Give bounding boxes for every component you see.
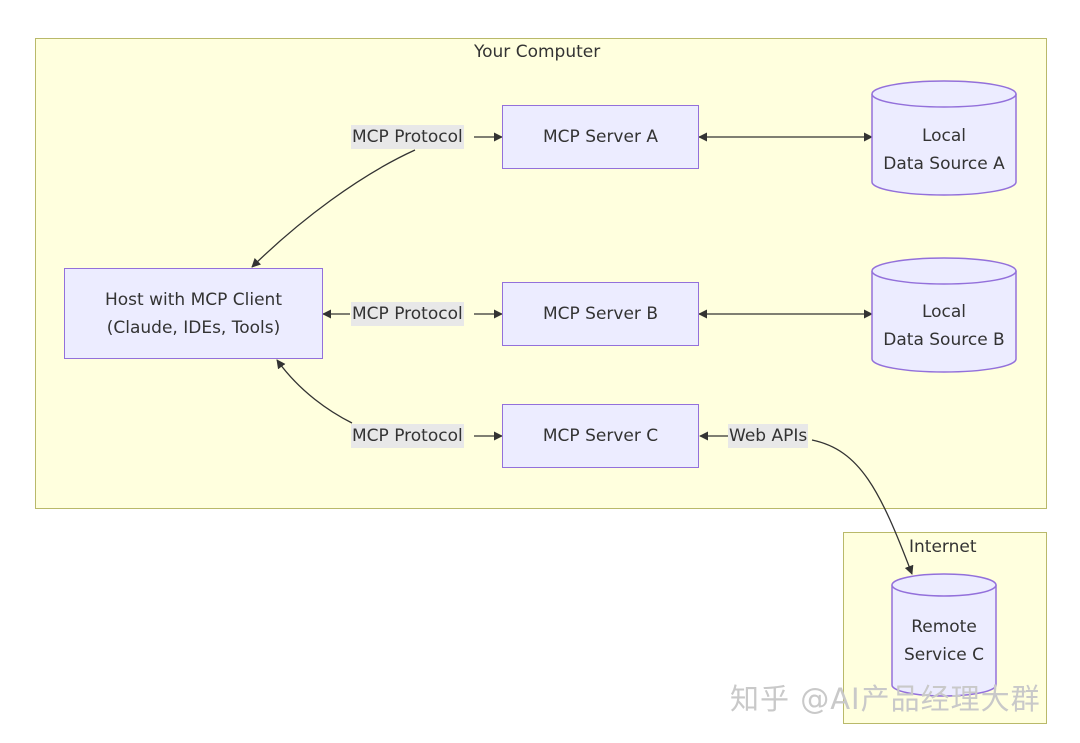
data-source-a-label: Local Data Source A xyxy=(872,122,1016,178)
node-host-mcp-client: Host with MCP Client (Claude, IDEs, Tool… xyxy=(64,268,323,359)
host-label-line-2: (Claude, IDEs, Tools) xyxy=(106,317,281,338)
edge-label-web-apis: Web APIs xyxy=(728,424,809,448)
remote-service-c-line-2: Service C xyxy=(903,645,985,665)
data-source-a-line-2: Data Source A xyxy=(883,154,1005,174)
data-source-a-line-1: Local xyxy=(921,126,967,146)
edge-web-apis-to-remote xyxy=(811,439,914,575)
cylinder-remote-service-c xyxy=(891,573,997,697)
data-source-b-label: Local Data Source B xyxy=(872,298,1016,354)
cylinder-data-source-a xyxy=(871,80,1017,196)
data-source-b-line-2: Data Source B xyxy=(883,330,1005,350)
edge-host-server-c xyxy=(276,359,353,424)
cluster-title-internet: Internet xyxy=(909,537,977,557)
host-label-line-1: Host with MCP Client xyxy=(105,289,282,310)
cylinder-data-source-b xyxy=(871,257,1017,373)
node-mcp-server-a: MCP Server A xyxy=(502,105,699,169)
node-mcp-server-b: MCP Server B xyxy=(502,282,699,346)
server-b-label: MCP Server B xyxy=(542,304,658,324)
edge-host-server-a xyxy=(251,149,416,268)
server-a-label: MCP Server A xyxy=(543,127,658,147)
server-c-label: MCP Server C xyxy=(542,426,659,446)
data-source-b-line-1: Local xyxy=(921,302,967,322)
edge-label-mcp-protocol-c: MCP Protocol xyxy=(351,424,464,448)
cluster-title-your-computer: Your Computer xyxy=(474,42,601,62)
node-mcp-server-c: MCP Server C xyxy=(502,404,699,468)
remote-service-c-label: Remote Service C xyxy=(892,613,996,669)
edge-label-mcp-protocol-b: MCP Protocol xyxy=(351,302,464,326)
watermark: 知乎 @AI产品经理大群 xyxy=(730,682,1041,716)
edge-label-mcp-protocol-a: MCP Protocol xyxy=(351,125,464,149)
remote-service-c-line-1: Remote xyxy=(911,617,977,637)
